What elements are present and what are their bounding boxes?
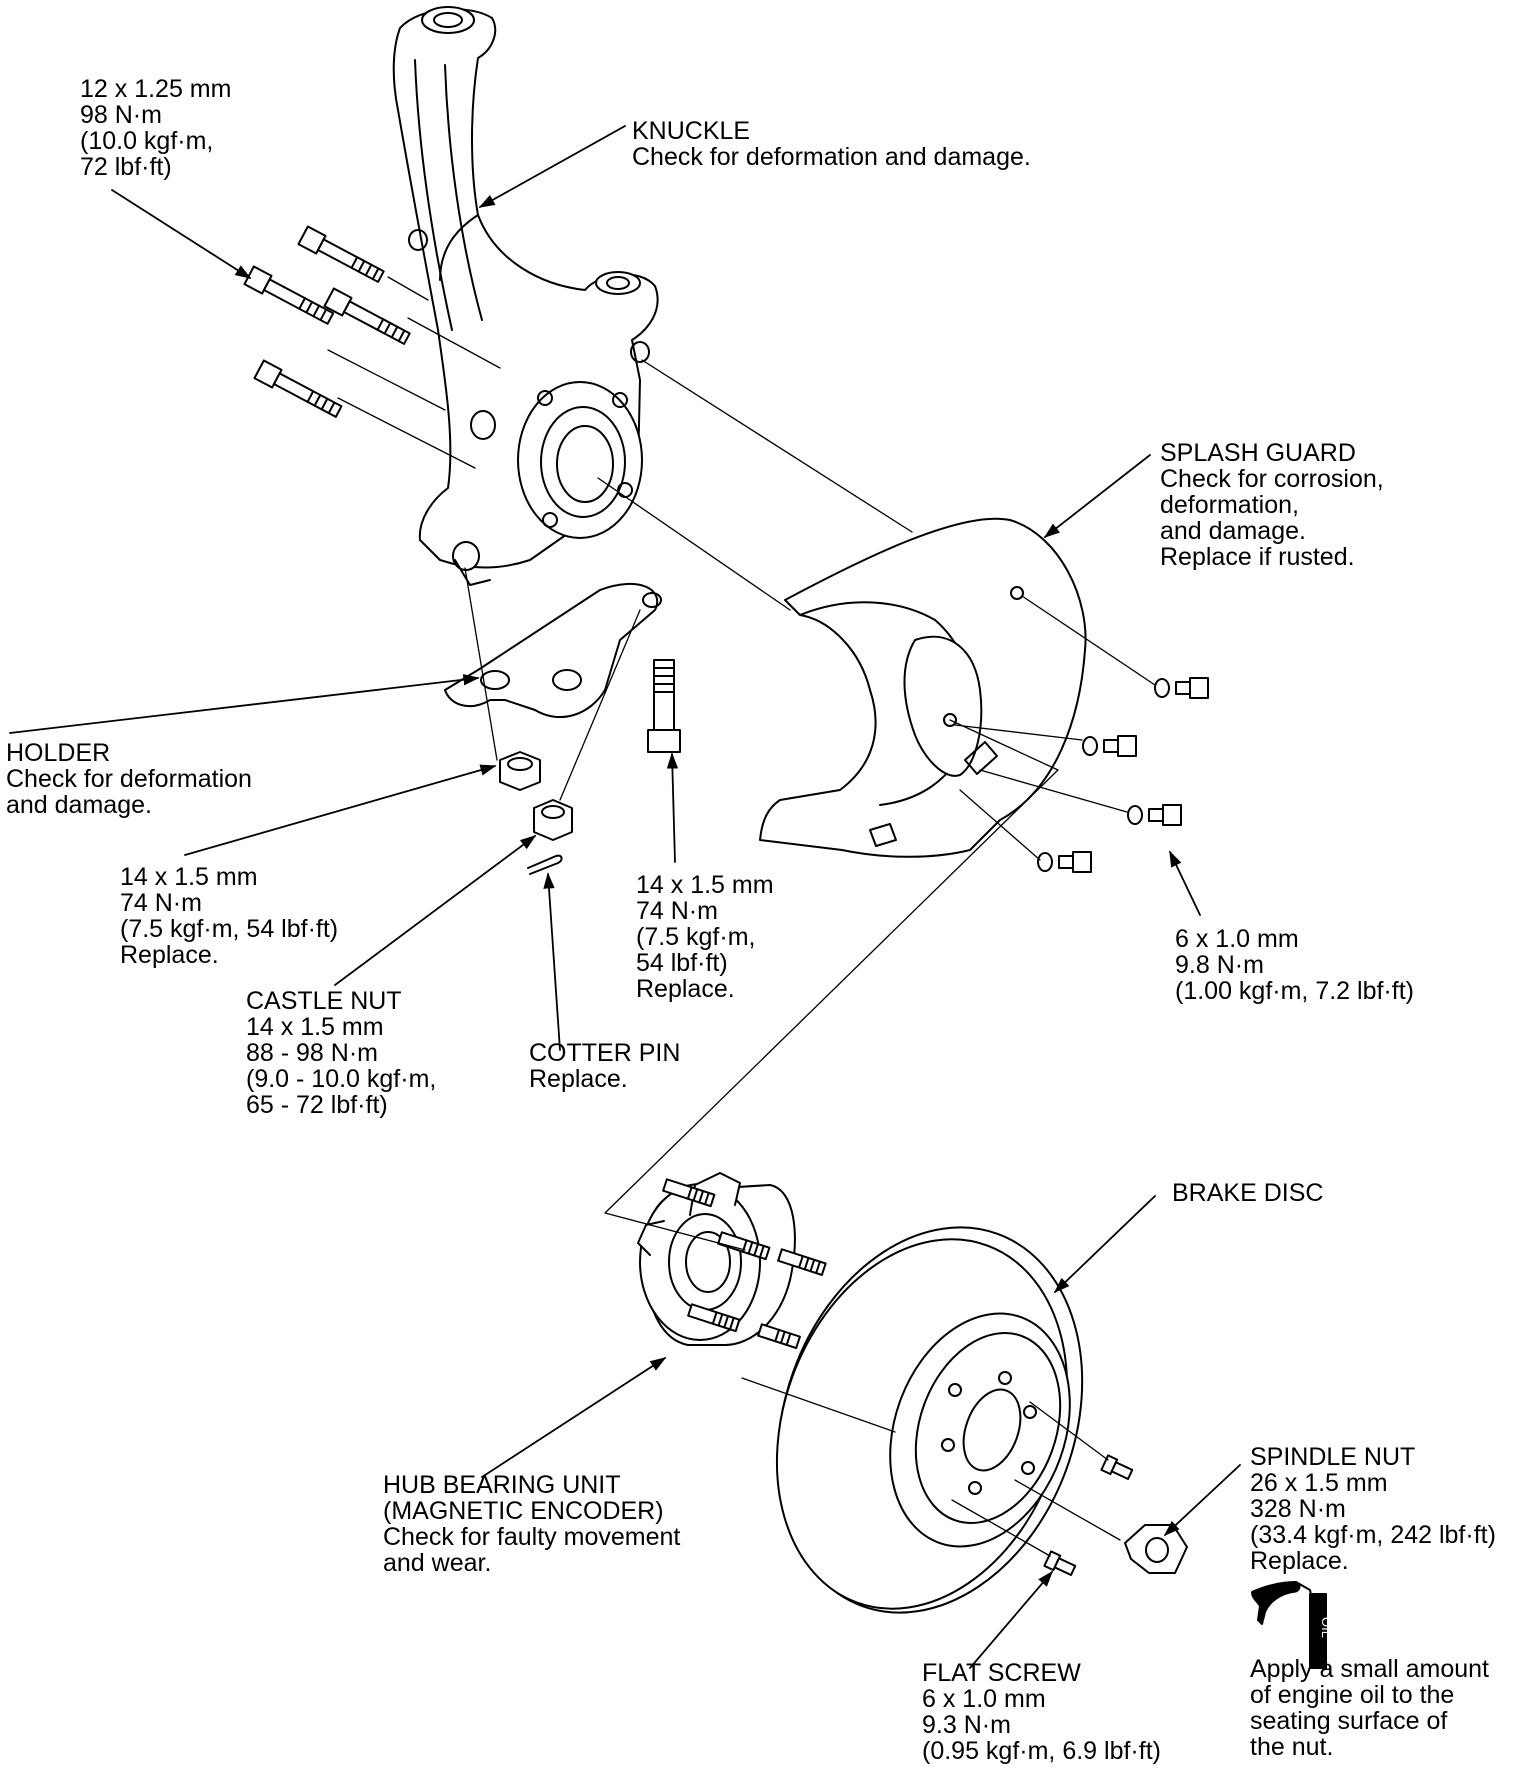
- spindle-nut: [1124, 1524, 1188, 1574]
- leader-arrows: [9, 125, 1241, 1669]
- castle-nut: [533, 799, 573, 841]
- holder-bolt: [647, 659, 681, 753]
- flat-screws: [1043, 1454, 1134, 1576]
- hub-bearing-part: [637, 1172, 827, 1350]
- splash-guard-screws: [1037, 677, 1209, 873]
- holder-nut: [499, 751, 541, 791]
- knuckle-bolts: [243, 225, 411, 418]
- alignment-lines: [327, 276, 1156, 1557]
- cotter-pin: [527, 854, 563, 875]
- hub-bearing-unit-label: HUB BEARING UNIT(MAGNETIC ENCODER)Check …: [383, 1471, 681, 1577]
- oil-can-label: OIL: [1319, 1617, 1334, 1638]
- splash-guard-part: [759, 517, 1087, 858]
- holder-part: [444, 582, 662, 719]
- oil-can-icon: [1251, 1581, 1327, 1669]
- brake-disc-part: [775, 1226, 1084, 1614]
- knuckle-part: [392, 6, 659, 586]
- brake-disc-label: BRAKE DISC: [1172, 1179, 1324, 1207]
